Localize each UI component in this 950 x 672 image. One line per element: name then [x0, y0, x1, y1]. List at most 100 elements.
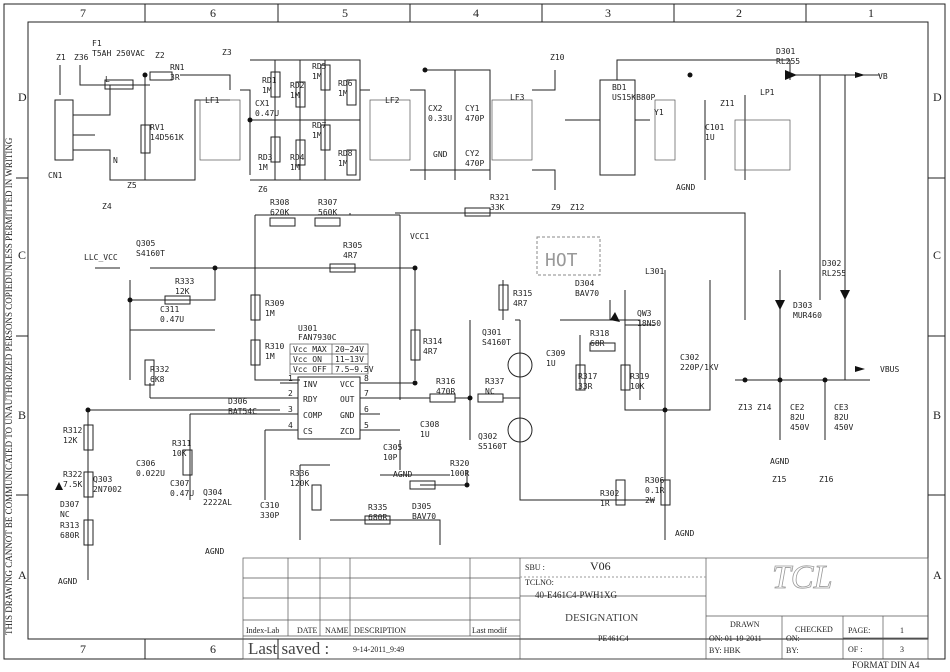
svg-text:ZCD: ZCD [340, 427, 355, 436]
component-ref-y1: Y1 [654, 108, 664, 117]
component-ref-r335: R335 [368, 503, 387, 512]
component-ref-z13: Z13 [738, 403, 753, 412]
component-value-d306: BAT54C [228, 407, 257, 416]
component-value-rn1: 3R [170, 73, 180, 82]
title-block: Index-Lab DATE NAME DESCRIPTION Last mod… [242, 557, 929, 660]
svg-text:6: 6 [364, 405, 369, 414]
component-ref-rv1: RV1 [150, 123, 165, 132]
component-value-d301: RL255 [776, 57, 800, 66]
component-ref-rd3: RD3 [258, 153, 273, 162]
svg-text:DRAWN: DRAWN [730, 620, 760, 629]
inner-border [27, 21, 929, 640]
component-ref-d302: D302 [822, 259, 841, 268]
column-markers: 7 6 5 4 3 2 1 7 6 D C B A D C B A [16, 4, 945, 659]
component-ref-r302: R302 [600, 489, 619, 498]
net-n: N [113, 156, 118, 165]
svg-text:NAME: NAME [325, 626, 349, 635]
component-ref-c309: C309 [546, 349, 565, 358]
component-value-c308: 1U [420, 430, 430, 439]
component-ref-c307: C307 [170, 479, 189, 488]
svg-text:Vcc MAX: Vcc MAX [293, 345, 327, 354]
component-ref-z6: Z6 [258, 185, 268, 194]
component-ref-z5: Z5 [127, 181, 137, 190]
row-label: C [18, 248, 26, 262]
net-agnd: AGND [676, 183, 695, 192]
component-ref-r315: R315 [513, 289, 532, 298]
component-ref-r318: R318 [590, 329, 609, 338]
component-ref-c305: C305 [383, 443, 402, 452]
component-ref-d306: D306 [228, 397, 247, 406]
component-value-r333: 12K [175, 287, 190, 296]
svg-text:3: 3 [288, 405, 293, 414]
component-value-r310: 1M [265, 352, 275, 361]
component-ref-lf3: LF3 [510, 93, 525, 102]
component-value-r332: 6K8 [150, 375, 165, 384]
component-value-cy2: 470P [465, 159, 484, 168]
component-ref-cy1: CY1 [465, 104, 480, 113]
component-ref-z36: Z36 [74, 53, 89, 62]
component-value-r319: 10K [630, 382, 645, 391]
component-ref-rd1: RD1 [262, 76, 277, 85]
component-ref-q302: Q302 [478, 432, 497, 441]
diode-symbols [55, 70, 865, 490]
component-value-c309: 1U [546, 359, 556, 368]
svg-text:ON: 01-19-2011: ON: 01-19-2011 [709, 634, 762, 643]
column-label: 2 [736, 6, 742, 20]
component-ref-r322: R322 [63, 470, 82, 479]
svg-text:PAGE:: PAGE: [848, 626, 870, 635]
svg-text:RDY: RDY [303, 395, 318, 404]
component-ref-z12: Z12 [570, 203, 585, 212]
component-value-c306: 0.022U [136, 469, 165, 478]
component-ref-ce2: CE2 [790, 403, 805, 412]
component-ref-q303: Q303 [93, 475, 112, 484]
svg-text:9-14-2011_9:49: 9-14-2011_9:49 [353, 645, 404, 654]
svg-text:GND: GND [340, 411, 355, 420]
component-ref-ce3: CE3 [834, 403, 849, 412]
column-label: 7 [80, 6, 86, 20]
row-label: C [933, 248, 941, 262]
component-value-cy1: 470P [465, 114, 484, 123]
column-label: 4 [473, 6, 479, 20]
row-label: A [18, 568, 27, 582]
component-value-r302: 1R [600, 499, 610, 508]
net-agnd: AGND [770, 457, 789, 466]
component-value-r311: 10K [172, 449, 187, 458]
component-ref-rd7: RD7 [312, 121, 327, 130]
component-ref-r337: R337 [485, 377, 504, 386]
svg-text:U301: U301 [298, 324, 317, 333]
svg-text:COMP: COMP [303, 411, 322, 420]
svg-text:Vcc ON: Vcc ON [293, 355, 322, 364]
net-vb: VB [878, 72, 888, 81]
net-vbus: VBUS [880, 365, 899, 374]
component-ref-rd6: RD6 [338, 79, 353, 88]
row-label: B [18, 408, 26, 422]
component-value-r306: 2W [645, 496, 655, 505]
component-ref-rd4: RD4 [290, 153, 305, 162]
junctions [85, 67, 828, 488]
svg-text:2: 2 [288, 389, 293, 398]
component-value-r317: 33R [578, 382, 593, 391]
component-ref-f1: F1 [92, 39, 102, 48]
component-value-c101: 1U [705, 133, 715, 142]
component-value-rd3: 1M [258, 163, 268, 172]
component-ref-r305: R305 [343, 241, 362, 250]
component-value-r337: NC [485, 387, 495, 396]
svg-text:DESCRIPTION: DESCRIPTION [354, 626, 406, 635]
component-value-q303: 2N7002 [93, 485, 122, 494]
component-ref-q304: Q304 [203, 488, 222, 497]
component-value-r308: 620K [270, 208, 289, 217]
component-ref-cn1: CN1 [48, 171, 63, 180]
component-ref-rn1: RN1 [170, 63, 185, 72]
component-value-d304: BAV70 [575, 289, 599, 298]
component-value-r309: 1M [265, 309, 275, 318]
component-value-c305: 10P [383, 453, 398, 462]
column-label: 6 [210, 6, 216, 20]
component-ref-r319: R319 [630, 372, 649, 381]
svg-text:VCC: VCC [340, 380, 355, 389]
component-ref-lp1: LP1 [760, 88, 775, 97]
side-notice: THIS DRAWING CANNOT BE COMMUNICATED TO U… [4, 137, 14, 635]
svg-text:SBU :: SBU : [525, 563, 545, 572]
hot-zone-box [536, 236, 601, 276]
net-agnd: AGND [58, 577, 77, 586]
component-ref-r317: R317 [578, 372, 597, 381]
